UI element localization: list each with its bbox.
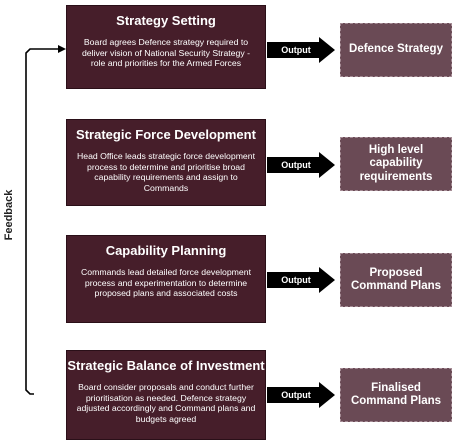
stage-box-strategic-balance-of-investment: Strategic Balance of Investment Board co… bbox=[66, 350, 266, 440]
output-box-finalised-command-plans: Finalised Command Plans bbox=[340, 368, 452, 422]
stage-box-capability-planning: Capability Planning Commands lead detail… bbox=[66, 235, 266, 323]
output-box-defence-strategy: Defence Strategy bbox=[340, 23, 452, 77]
output-text: Defence Strategy bbox=[349, 43, 443, 56]
stage-title: Capability Planning bbox=[105, 243, 227, 258]
arrow-shape bbox=[267, 267, 335, 293]
stage-box-strategic-force-development: Strategic Force Development Head Office … bbox=[66, 119, 266, 206]
output-box-proposed-command-plans: Proposed Command Plans bbox=[340, 253, 452, 307]
arrow-shape bbox=[267, 37, 335, 63]
arrow-shape bbox=[267, 152, 335, 178]
output-arrow: Output bbox=[267, 152, 335, 178]
stage-title: Strategic Balance of Investment bbox=[67, 358, 265, 373]
output-arrow: Output bbox=[267, 267, 335, 293]
stage-description: Board agrees Defence strategy required t… bbox=[81, 37, 251, 69]
output-text: Finalised Command Plans bbox=[350, 381, 442, 408]
output-text: High level capability requirements bbox=[359, 143, 433, 183]
feedback-loop-arrow bbox=[25, 45, 66, 395]
stage-description: Board consider proposals and conduct fur… bbox=[76, 382, 256, 424]
stage-description: Head Office leads strategic force develo… bbox=[76, 151, 256, 193]
output-label: Output bbox=[281, 45, 311, 55]
output-arrow: Output bbox=[267, 37, 335, 63]
arrow-shape bbox=[267, 382, 335, 408]
output-label: Output bbox=[281, 275, 311, 285]
output-arrow: Output bbox=[267, 382, 335, 408]
stage-title: Strategy Setting bbox=[116, 13, 216, 28]
stage-description: Commands lead detailed force development… bbox=[81, 267, 251, 299]
feedback-label: Feedback bbox=[3, 189, 15, 241]
output-label: Output bbox=[281, 390, 311, 400]
output-box-high-level-capability-requirements: High level capability requirements bbox=[340, 137, 452, 191]
output-label: Output bbox=[281, 160, 311, 170]
stage-box-strategy-setting: Strategy Setting Board agrees Defence st… bbox=[66, 5, 266, 89]
stage-title: Strategic Force Development bbox=[76, 127, 256, 142]
output-text: Proposed Command Plans bbox=[350, 266, 442, 293]
